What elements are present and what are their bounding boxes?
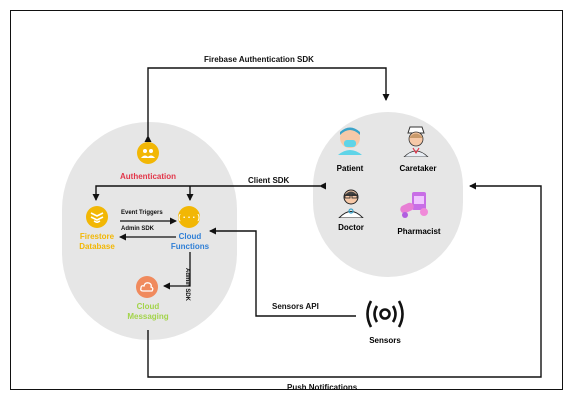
cloud-functions-label: Cloud Functions [170, 232, 210, 251]
functions-icon: (···) [176, 212, 202, 222]
edge-push-notifications [147, 182, 542, 378]
caretaker-icon [403, 126, 429, 157]
sensors-label: Sensors [369, 336, 401, 345]
diagram-frame [10, 10, 563, 390]
authentication-node [137, 142, 159, 164]
pharmacist-icon [400, 192, 428, 218]
cloud-icon [140, 282, 154, 292]
label-sensors-api: Sensors API [272, 302, 319, 311]
firestore-icon [90, 212, 104, 223]
label-event-triggers: Event Triggers [121, 210, 163, 216]
users-icon [141, 149, 155, 158]
label-client-sdk: Client SDK [248, 176, 290, 185]
edge-sensors-api [209, 227, 356, 317]
label-admin-sdk: Admin SDK [121, 226, 154, 232]
cloud-messaging-label: Cloud Messaging [127, 302, 169, 321]
patient-icon [338, 127, 362, 155]
caretaker-label: Caretaker [399, 164, 437, 173]
cloud-messaging-node [136, 276, 158, 298]
doctor-icon [338, 189, 364, 218]
edge-client-sdk [92, 182, 326, 201]
firestore-node [86, 206, 108, 228]
label-admin-sdk-vertical: Admin SDK [184, 268, 190, 301]
pharmacist-label: Pharmacist [397, 227, 441, 236]
label-push-notifications: Push Notifications [287, 383, 358, 392]
sensors-icon [366, 300, 404, 328]
patient-label: Patient [336, 164, 364, 173]
firestore-label: Firestore Database [79, 232, 115, 251]
edge-admin-sdk-vertical [163, 252, 191, 290]
doctor-label: Doctor [338, 223, 364, 232]
label-firebase-auth-sdk: Firebase Authentication SDK [204, 55, 314, 64]
authentication-label: Authentication [120, 172, 176, 181]
cloud-functions-node: (···) [176, 206, 202, 228]
edge-firebase-auth-sdk [144, 67, 390, 142]
